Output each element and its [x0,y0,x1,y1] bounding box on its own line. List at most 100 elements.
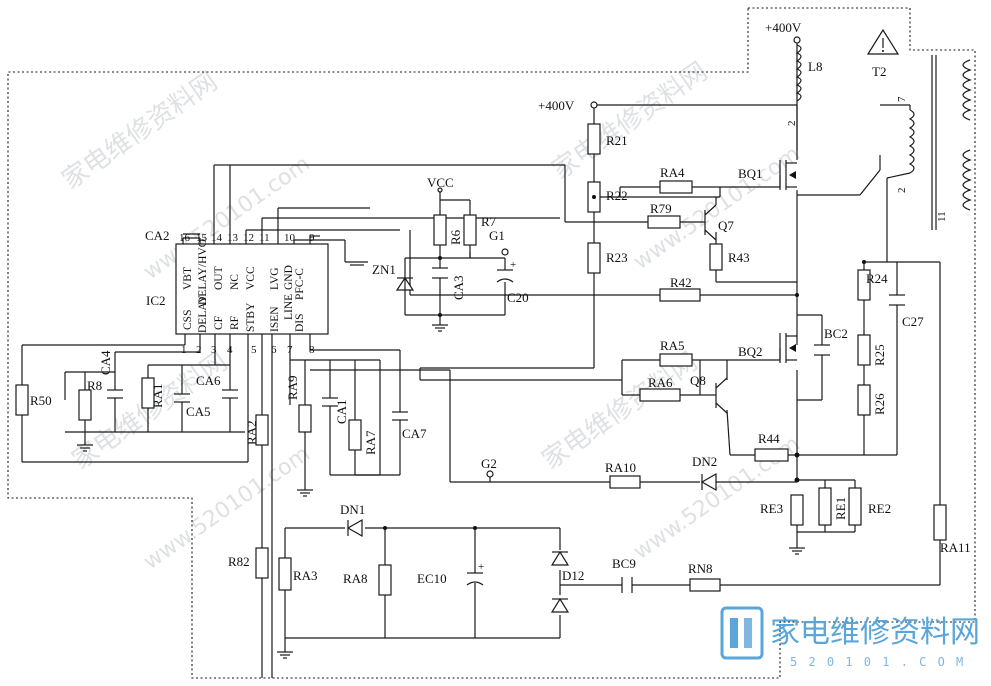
ic-name: IC2 [146,293,166,308]
capacitor-c20: + [496,259,516,283]
wires [21,40,941,678]
diode-d12-upper [550,550,570,566]
ground-icon [277,651,293,659]
test-point-vcc [437,187,443,193]
ground-icon [77,444,93,452]
mosfet-bq1 [779,160,797,190]
svg-text:CA1: CA1 [334,399,349,424]
logo-text: 家电维修资料网 [770,615,980,650]
svg-text:DN1: DN1 [340,502,365,517]
svg-text:RA11: RA11 [940,540,971,555]
resistor-ra6 [639,388,681,402]
transformer-primary [908,109,915,174]
ic-pin-num: 12 [243,232,254,244]
ic-pin-num: 2 [196,344,202,356]
resistor-ra7 [348,419,362,451]
inductor-l8 [795,44,802,102]
test-point-g2 [486,470,494,478]
resistor-r26 [857,384,871,416]
resistor-r7 [463,214,477,246]
svg-text:R79: R79 [650,201,672,216]
svg-text:R24: R24 [866,271,888,286]
svg-text:CA2: CA2 [145,228,170,243]
svg-text:BC9: BC9 [612,556,636,571]
svg-text:11: 11 [936,211,948,222]
svg-text:RA5: RA5 [660,338,685,353]
resistor-ra1 [141,377,155,409]
ic-pin-num: 3 [211,344,217,356]
svg-text:T2: T2 [872,64,886,79]
ic-pin-func: CSS [182,310,194,330]
svg-text:CA5: CA5 [186,404,211,419]
svg-text:RA3: RA3 [293,568,318,583]
ic-pin-num: 15 [196,232,208,244]
site-logo: 家电维修资料网 5 2 0 1 0 1 . C O M [720,606,980,669]
logo-url: 5 2 0 1 0 1 . C O M [790,655,965,669]
svg-text:BQ1: BQ1 [738,166,763,181]
resistor-re1 [818,487,832,526]
svg-text:D12: D12 [562,568,584,583]
ic-pin-num: 8 [309,344,315,356]
svg-text:RA7: RA7 [363,430,378,455]
resistor-r8 [78,389,92,421]
watermark-text: 家电维修资料网 [57,67,223,196]
svg-text:2: 2 [896,188,908,194]
resistor-ra4 [659,180,693,194]
resistor-r25 [857,334,871,366]
ic-pin-func: RF [229,316,241,330]
svg-text:R50: R50 [30,393,52,408]
ic-pin-num: 10 [284,232,296,244]
ic-pin-func: NC [229,274,241,290]
svg-text:CA7: CA7 [402,426,427,441]
resistor-rn8 [689,578,721,592]
transformer-secondary [962,59,972,121]
resistor-r44 [754,448,789,462]
svg-text:Q8: Q8 [690,373,706,388]
ic-pin-func: LVG [269,267,281,290]
ic-pin-func: STBY [245,302,257,332]
svg-text:Q7: Q7 [718,218,734,233]
svg-text:R26: R26 [872,393,887,415]
capacitor-ca3 [432,267,448,279]
svg-text:BC2: BC2 [824,326,848,341]
capacitor-ca2 [183,233,200,239]
label-400v-top: +400V [765,20,802,35]
svg-text:BQ2: BQ2 [738,344,763,359]
svg-text:RE2: RE2 [868,501,891,516]
svg-text:2: 2 [786,121,798,127]
resistor-r6 [433,214,447,246]
capacitor-c27 [889,294,905,306]
svg-text:RA9: RA9 [285,375,300,400]
svg-text:R21: R21 [606,133,628,148]
ic-pin-num: 16 [179,232,191,244]
ic-pin-func: ISEN [269,306,281,332]
svg-text:G2: G2 [481,456,497,471]
svg-text:R23: R23 [606,250,628,265]
svg-text:R25: R25 [872,344,887,366]
svg-text:R6: R6 [448,229,463,245]
svg-text:RN8: RN8 [688,561,713,576]
svg-text:CA6: CA6 [196,373,221,388]
svg-text:R43: R43 [728,250,750,265]
mosfet-bq2 [779,333,797,363]
test-point-g1 [501,248,509,256]
svg-text:R8: R8 [87,378,102,393]
svg-text:+: + [478,561,484,573]
ic-pin-num: 13 [227,232,239,244]
zener-zn1 [395,270,415,300]
svg-text:R7: R7 [481,214,497,229]
svg-text:RA4: RA4 [660,165,685,180]
ground-icon [432,324,448,332]
resistor-r43 [709,243,723,271]
svg-text:7: 7 [896,96,908,102]
ic-pin-num: 6 [271,344,277,356]
components: + + [15,28,972,659]
label-400v-mid: +400V [538,98,575,113]
diode-dn1 [346,518,363,538]
svg-text:R22: R22 [606,188,628,203]
svg-text:R42: R42 [670,275,692,290]
svg-text:ZN1: ZN1 [372,262,396,277]
ic-pin-func: LINE [283,294,295,320]
svg-text:RA1: RA1 [150,383,165,408]
